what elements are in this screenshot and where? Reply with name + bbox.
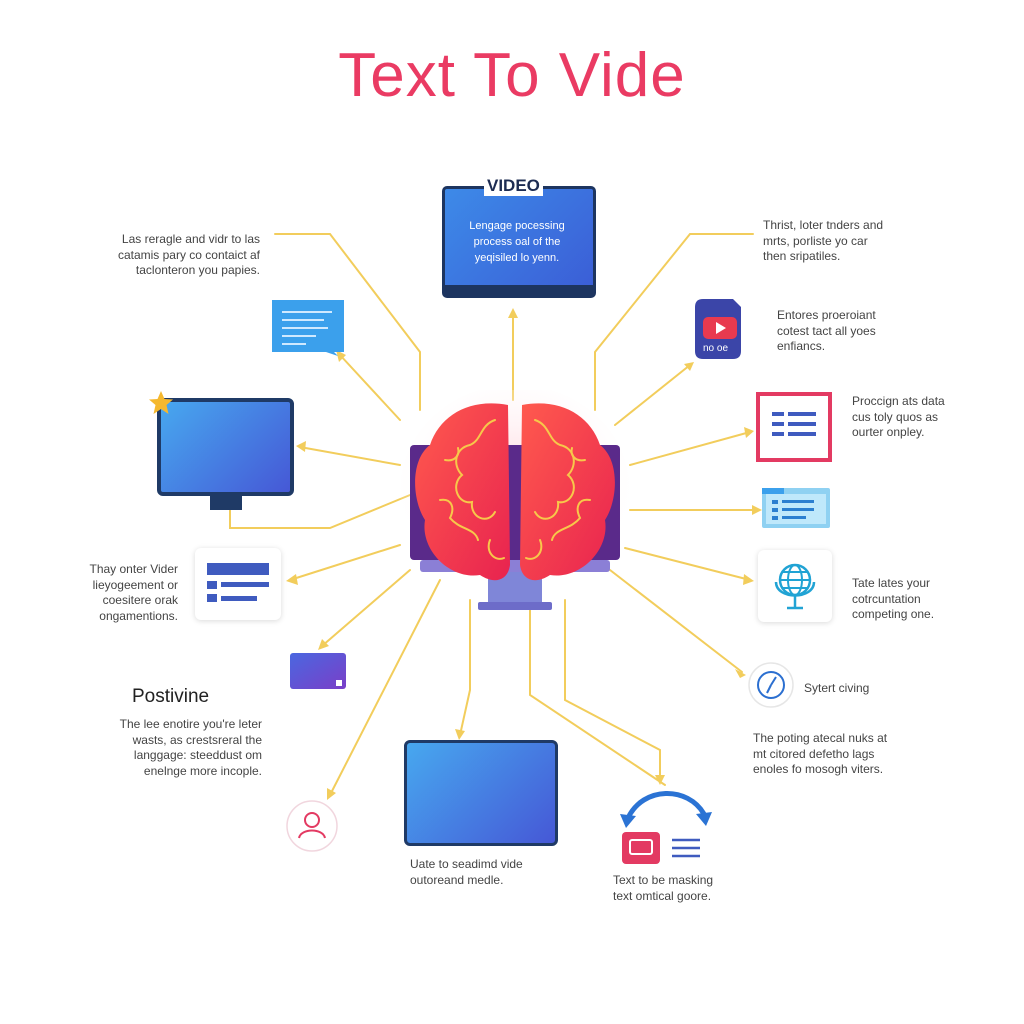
play-button-label: no oe xyxy=(703,343,729,354)
brain-icon xyxy=(400,385,630,610)
bottom-caption-1: Uate to seadimd vide outoreand medle. xyxy=(410,857,523,887)
brain-computer xyxy=(400,385,630,630)
right-caption-5: Sytert civing xyxy=(804,681,870,695)
refresh-arrows-icon xyxy=(618,786,714,866)
page-title: Text To Vide xyxy=(338,41,686,110)
video-screen xyxy=(442,186,596,298)
right-caption-1: Thrist, loter tnders and mrts, porliste … xyxy=(763,218,884,263)
folder-icon xyxy=(762,486,830,528)
video-description: Lengage pocessing process oal of the yeq… xyxy=(469,220,565,264)
bottom-caption-2: Text to be masking text omtical goore. xyxy=(613,873,714,903)
play-button-icon xyxy=(695,299,747,359)
video-label: VIDEO xyxy=(484,176,543,196)
right-caption-2: Entores proeroiant cotest tact all yoes … xyxy=(777,308,876,353)
right-caption-6: The poting atecal nuks at mt citored def… xyxy=(753,731,888,776)
clock-icon xyxy=(748,662,794,708)
right-caption-3: Proccign ats data cus toly quos as ourte… xyxy=(852,394,945,439)
document-icon xyxy=(195,548,281,620)
monitor-stand xyxy=(210,494,242,510)
chat-bubble-icon xyxy=(272,300,346,356)
user-icon xyxy=(286,800,338,852)
card-icon xyxy=(290,653,346,689)
star-icon xyxy=(148,390,174,416)
globe-microphone-icon xyxy=(758,550,832,622)
monitor-icon xyxy=(157,398,294,496)
left-caption-3: The lee enotire you're leter wasts, as c… xyxy=(119,717,262,778)
right-caption-4: Tate lates your cotrcuntation competing … xyxy=(852,576,935,621)
left-caption-1: Las reragle and vidr to las catamis pary… xyxy=(117,232,260,277)
text-list-icon xyxy=(756,392,832,462)
bottom-monitor-icon xyxy=(404,740,558,846)
left-caption-2: Thay onter Vider lieyogeement or coesite… xyxy=(89,562,179,623)
section-heading: Postivine xyxy=(132,686,210,707)
